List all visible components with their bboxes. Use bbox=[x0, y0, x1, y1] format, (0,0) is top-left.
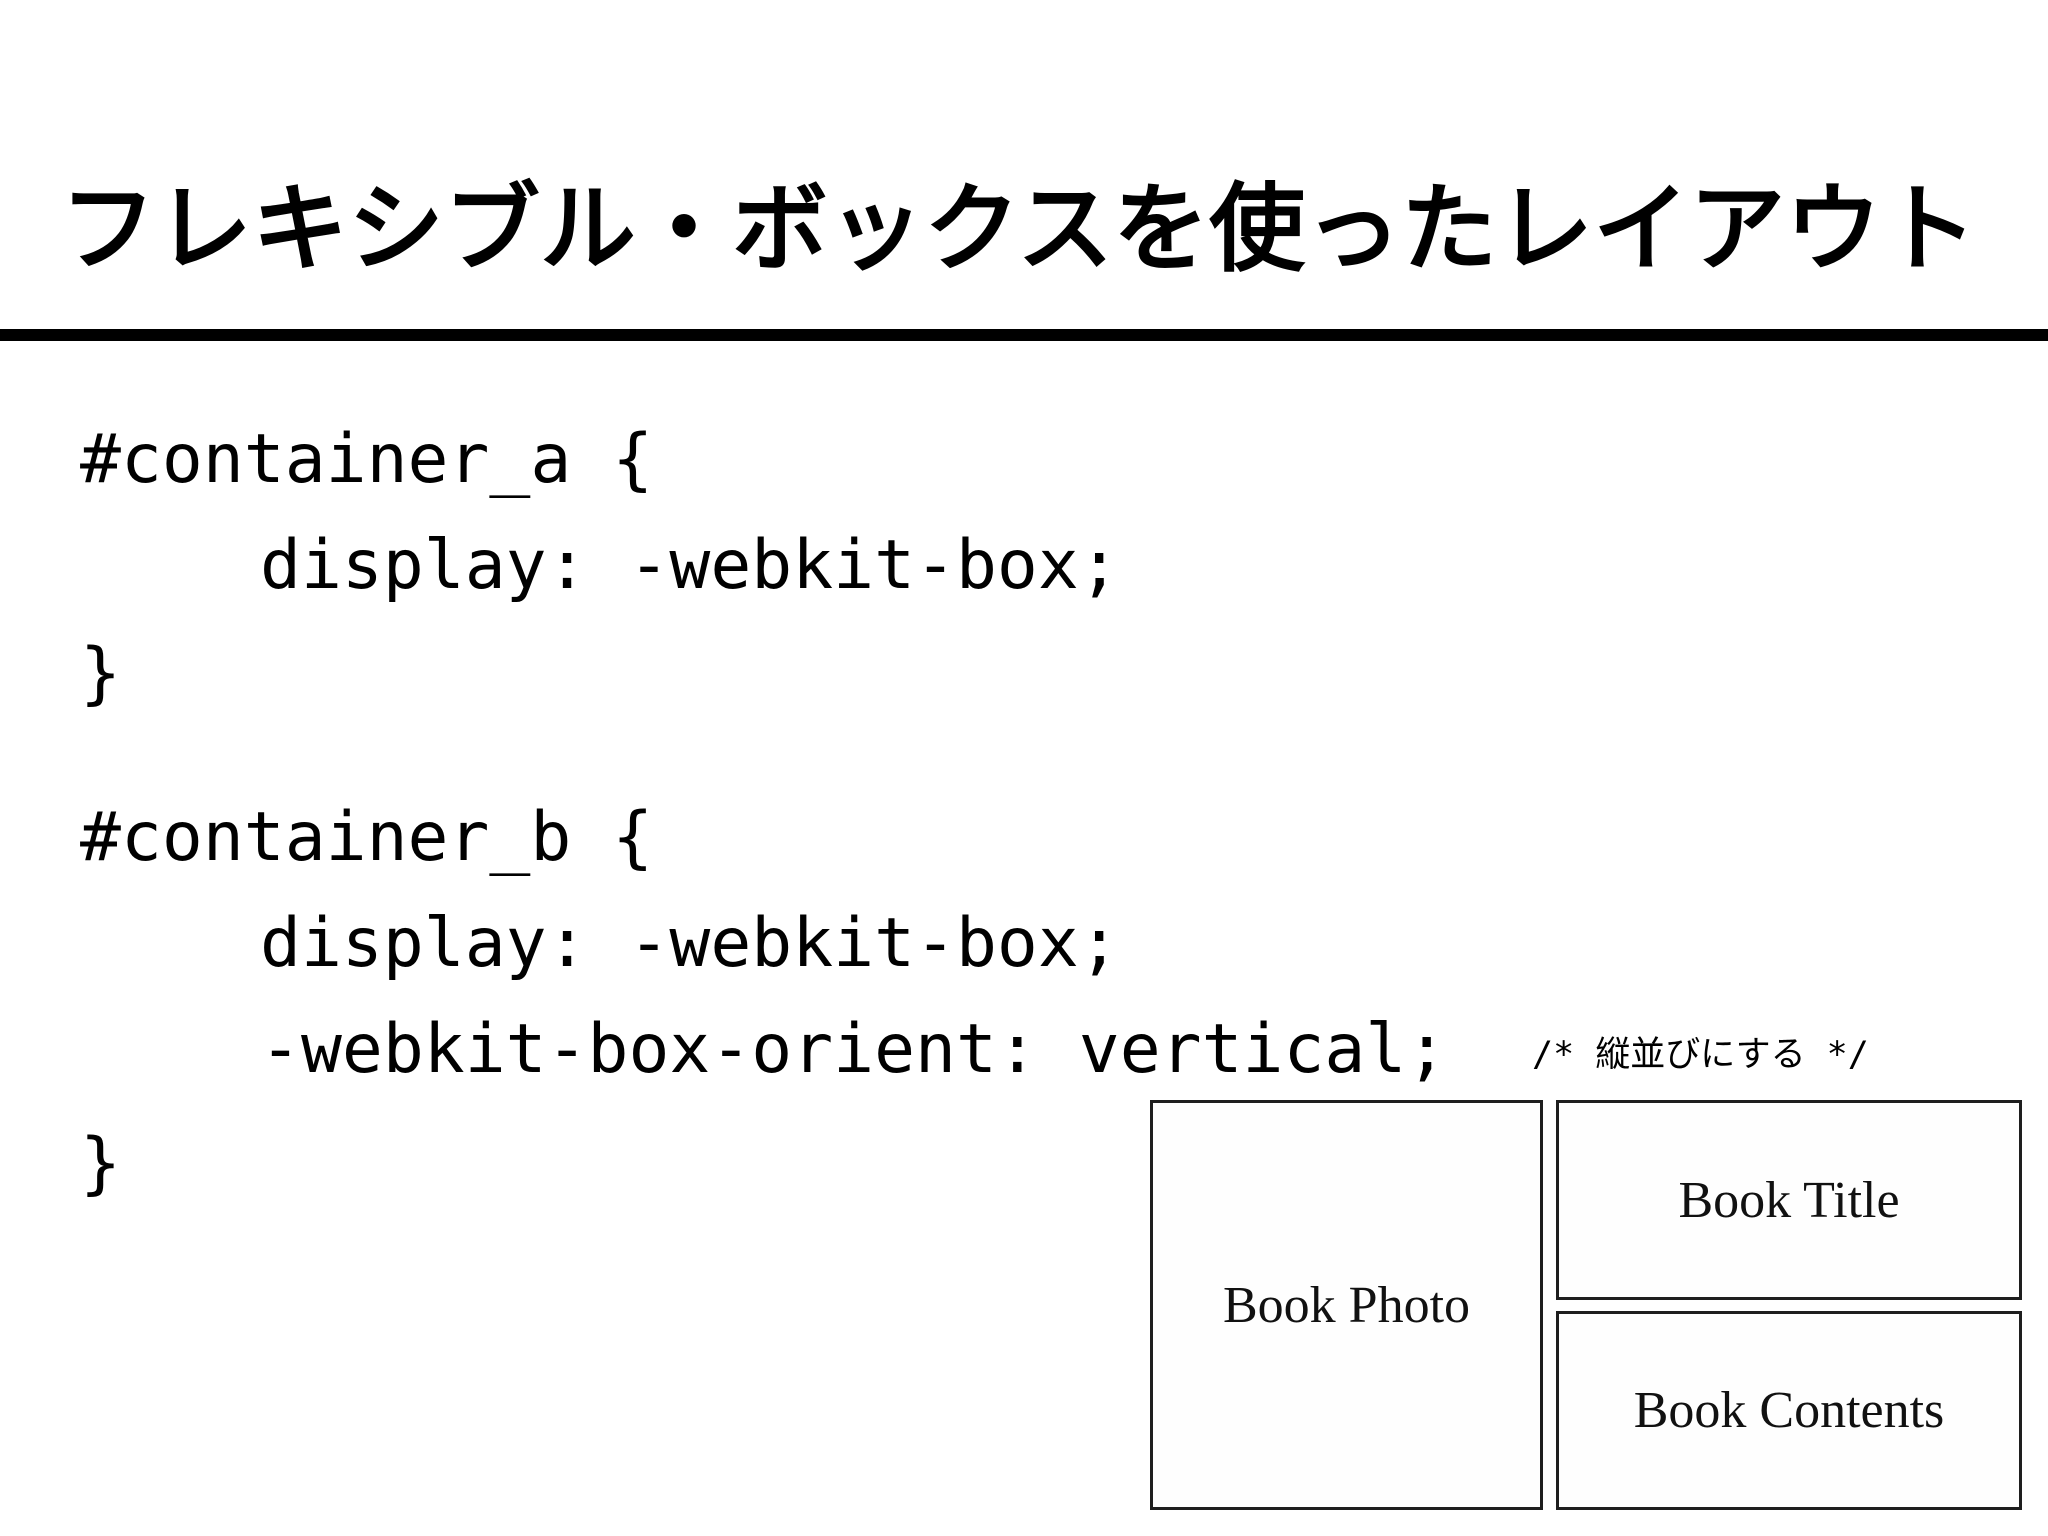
title-divider-line bbox=[0, 329, 2048, 341]
book-title-label: Book Title bbox=[1678, 1171, 1900, 1229]
book-photo-label: Book Photo bbox=[1222, 1276, 1471, 1334]
css-comment-vertical-note: /* 縦並びにする */ bbox=[1532, 1035, 1869, 1075]
code-line-a-close-brace: } bbox=[80, 634, 121, 713]
code-line-b-close-brace: } bbox=[80, 1124, 121, 1203]
code-line-b-display: display: -webkit-box; bbox=[260, 904, 1120, 983]
book-contents-label: Book Contents bbox=[1633, 1382, 1945, 1439]
book-photo-box: Book Photo bbox=[1150, 1100, 1543, 1510]
book-layout-diagram: Book Photo Book Title Book Contents bbox=[1150, 1100, 2022, 1510]
code-line-a-selector: #container_a { bbox=[80, 420, 654, 499]
code-line-b-box-orient: -webkit-box-orient: vertical; bbox=[260, 1010, 1448, 1089]
code-line-a-display: display: -webkit-box; bbox=[260, 526, 1120, 605]
slide-title: フレキシブル・ボックスを使ったレイアウト bbox=[60, 173, 1978, 286]
code-line-b-selector: #container_b { bbox=[80, 798, 654, 877]
book-contents-box: Book Contents bbox=[1556, 1311, 2022, 1510]
book-title-box: Book Title bbox=[1556, 1100, 2022, 1300]
